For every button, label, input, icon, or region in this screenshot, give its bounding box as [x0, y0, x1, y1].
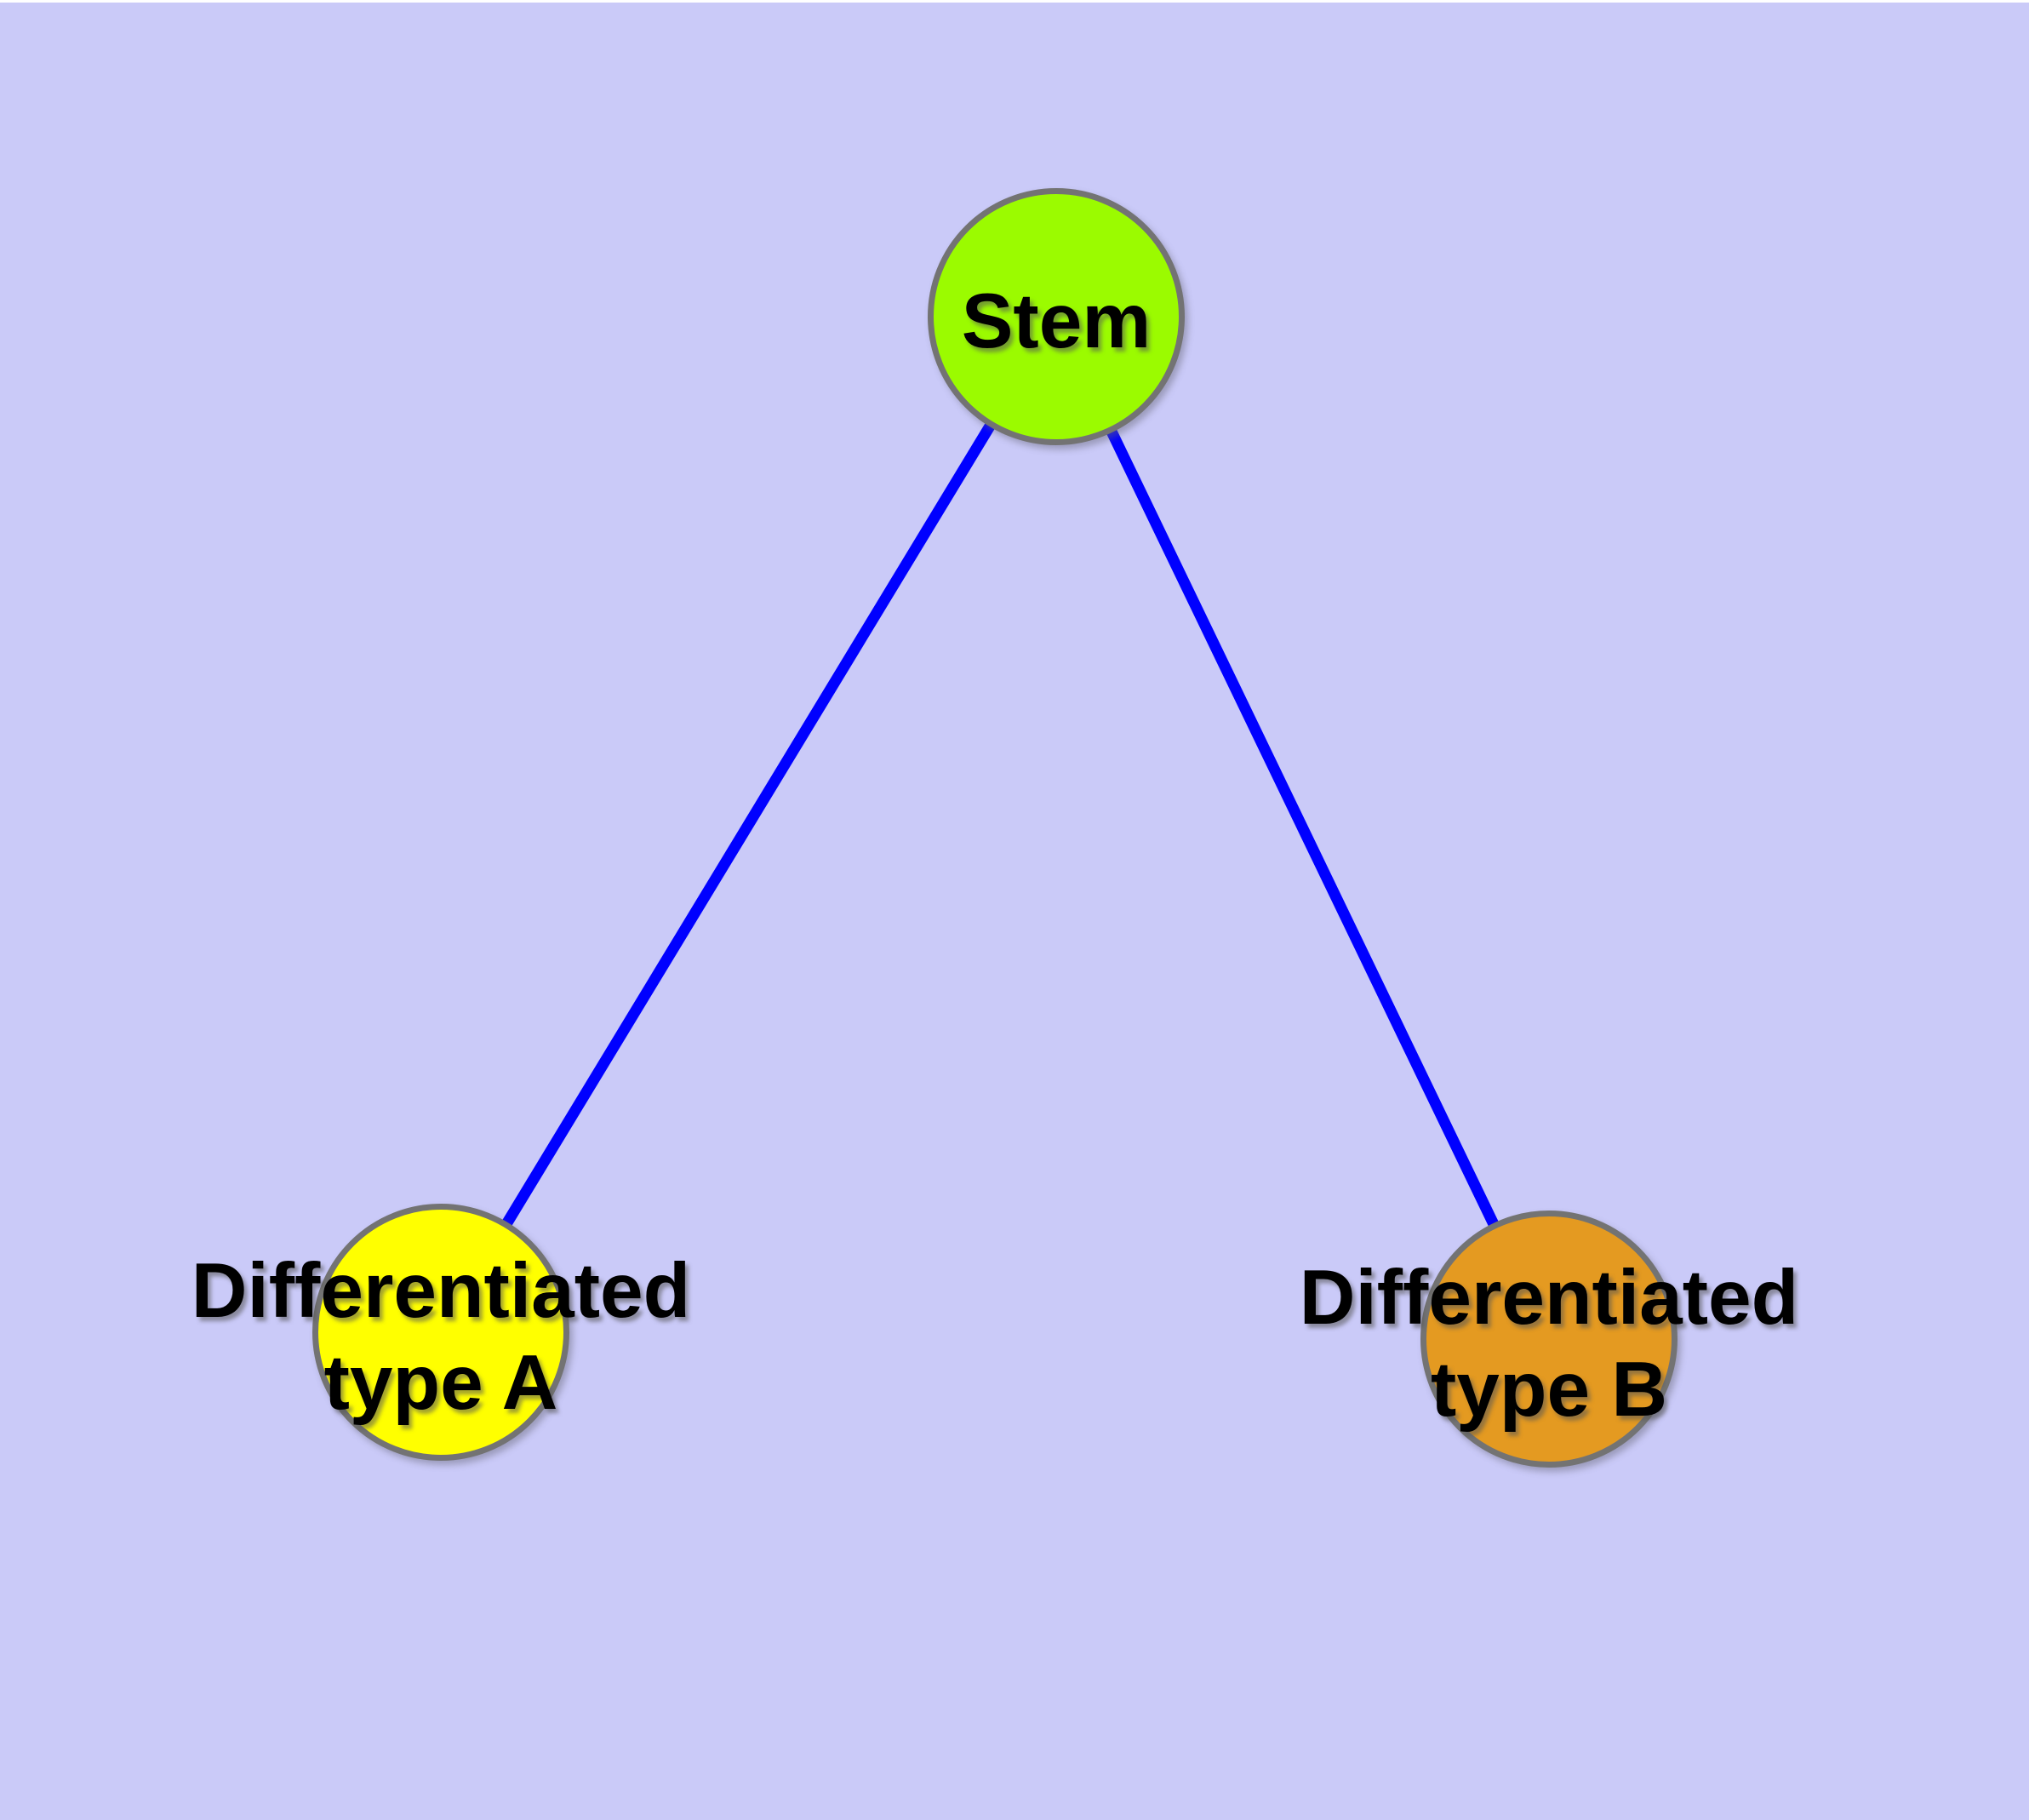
- edge-stem-to-type-b: [1051, 314, 1554, 1342]
- edge-stem-to-type-a: [436, 313, 1061, 1336]
- node-differentiated-type-b[interactable]: [1420, 1210, 1677, 1468]
- node-stem[interactable]: [928, 188, 1185, 445]
- top-border-strip: [0, 0, 2029, 3]
- node-differentiated-type-a[interactable]: [312, 1204, 569, 1461]
